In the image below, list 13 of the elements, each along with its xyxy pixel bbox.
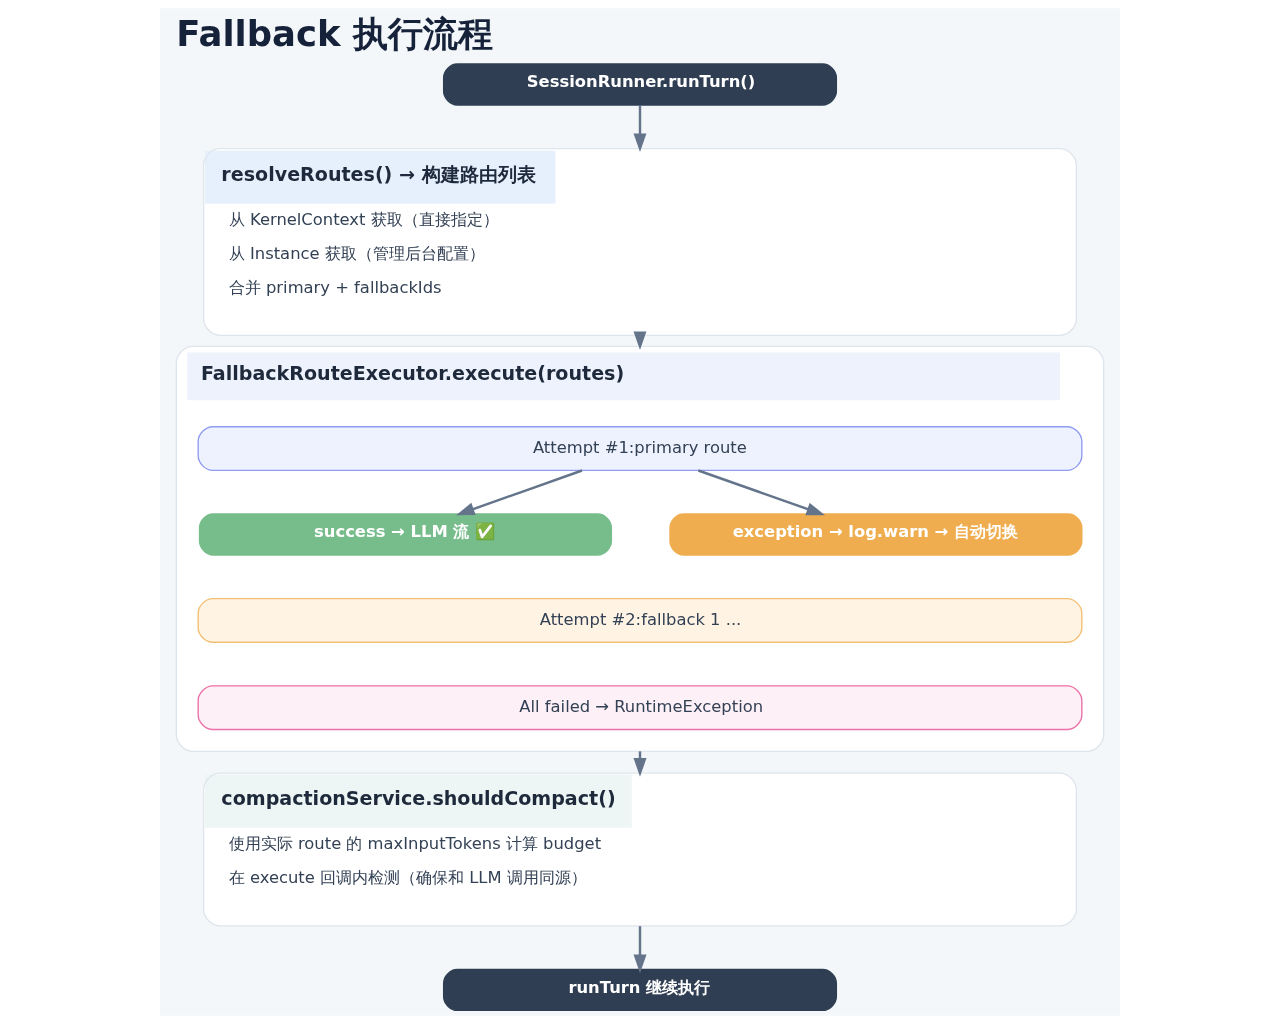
node-box: Attempt #1:primary route [197, 426, 1083, 472]
arrow [633, 926, 647, 974]
arrow [697, 469, 825, 516]
node-box: success → LLM 流 ✅ [198, 513, 613, 556]
diagram-title: Fallback 执行流程 [176, 13, 493, 55]
node-box: All failed → RuntimeException [197, 685, 1083, 731]
arrow [456, 469, 583, 516]
node-box: runTurn 继续执行 [442, 968, 838, 1012]
arrow [633, 105, 647, 152]
node-box: Attempt #2:fallback 1 ... [197, 597, 1083, 643]
node-box: exception → log.warn → 自动切换 [669, 513, 1083, 556]
node-box: SessionRunner.runTurn() [442, 63, 838, 106]
arrow [633, 331, 647, 351]
